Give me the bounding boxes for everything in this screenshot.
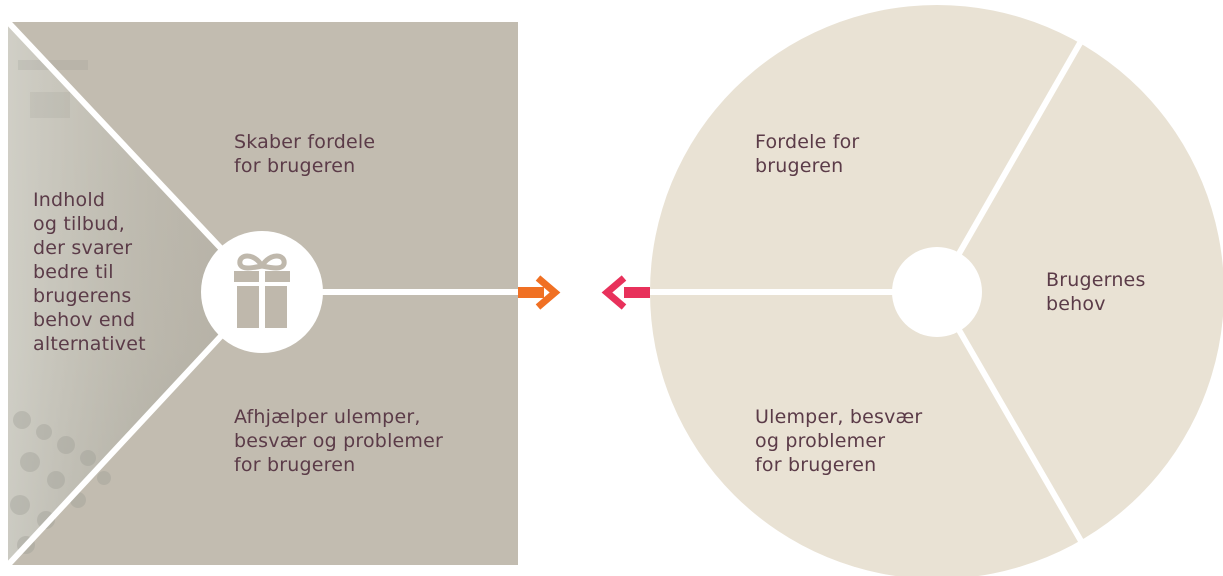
- label-line: Afhjælper ulemper,: [234, 406, 421, 428]
- label-line: brugerens: [33, 285, 132, 307]
- user-profile-divider-top: [934, 41, 1083, 294]
- arrow-right-icon: [518, 275, 561, 310]
- label-line: Skaber fordele: [234, 131, 376, 153]
- arrow-left-icon: [601, 275, 650, 310]
- label-line: Fordele for: [755, 131, 860, 153]
- user-profile-hub: [892, 247, 982, 337]
- label-line: for brugeren: [234, 454, 356, 476]
- value-map-divider-top: [5, 19, 265, 295]
- label-line: alternativet: [33, 333, 146, 355]
- value-map-photo-fade: [8, 22, 262, 565]
- value-map-divider-bottom: [5, 289, 265, 568]
- label-line: Ulemper, besvær: [755, 406, 923, 428]
- label-line: for brugeren: [234, 155, 356, 177]
- label-line: der svarer: [33, 237, 133, 259]
- label-line: besvær og problemer: [234, 430, 444, 452]
- label-line: for brugeren: [755, 454, 877, 476]
- value-map-gain-creators-label: Skaber fordele for brugeren: [234, 130, 375, 178]
- user-profile-pains-label: Ulemper, besvær og problemer for brugere…: [755, 405, 922, 477]
- user-profile-jobs-label: Brugernes behov: [1046, 268, 1146, 316]
- value-map-pain-relievers-label: Afhjælper ulemper, besvær og problemer f…: [234, 405, 443, 477]
- user-profile-divider-bottom: [934, 290, 1084, 543]
- value-map-hub: [201, 231, 323, 353]
- gift-icon: [234, 253, 290, 328]
- label-line: behov: [1046, 293, 1106, 315]
- label-line: og tilbud,: [33, 213, 125, 235]
- value-map-products-label: Indhold og tilbud, der svarer bedre til …: [33, 188, 146, 356]
- label-line: behov end: [33, 309, 136, 331]
- label-line: Brugernes: [1046, 269, 1146, 291]
- label-line: bedre til: [33, 261, 114, 283]
- user-profile-gains-label: Fordele for brugeren: [755, 130, 859, 178]
- label-line: Indhold: [33, 189, 106, 211]
- label-line: og problemer: [755, 430, 886, 452]
- label-line: brugeren: [755, 155, 844, 177]
